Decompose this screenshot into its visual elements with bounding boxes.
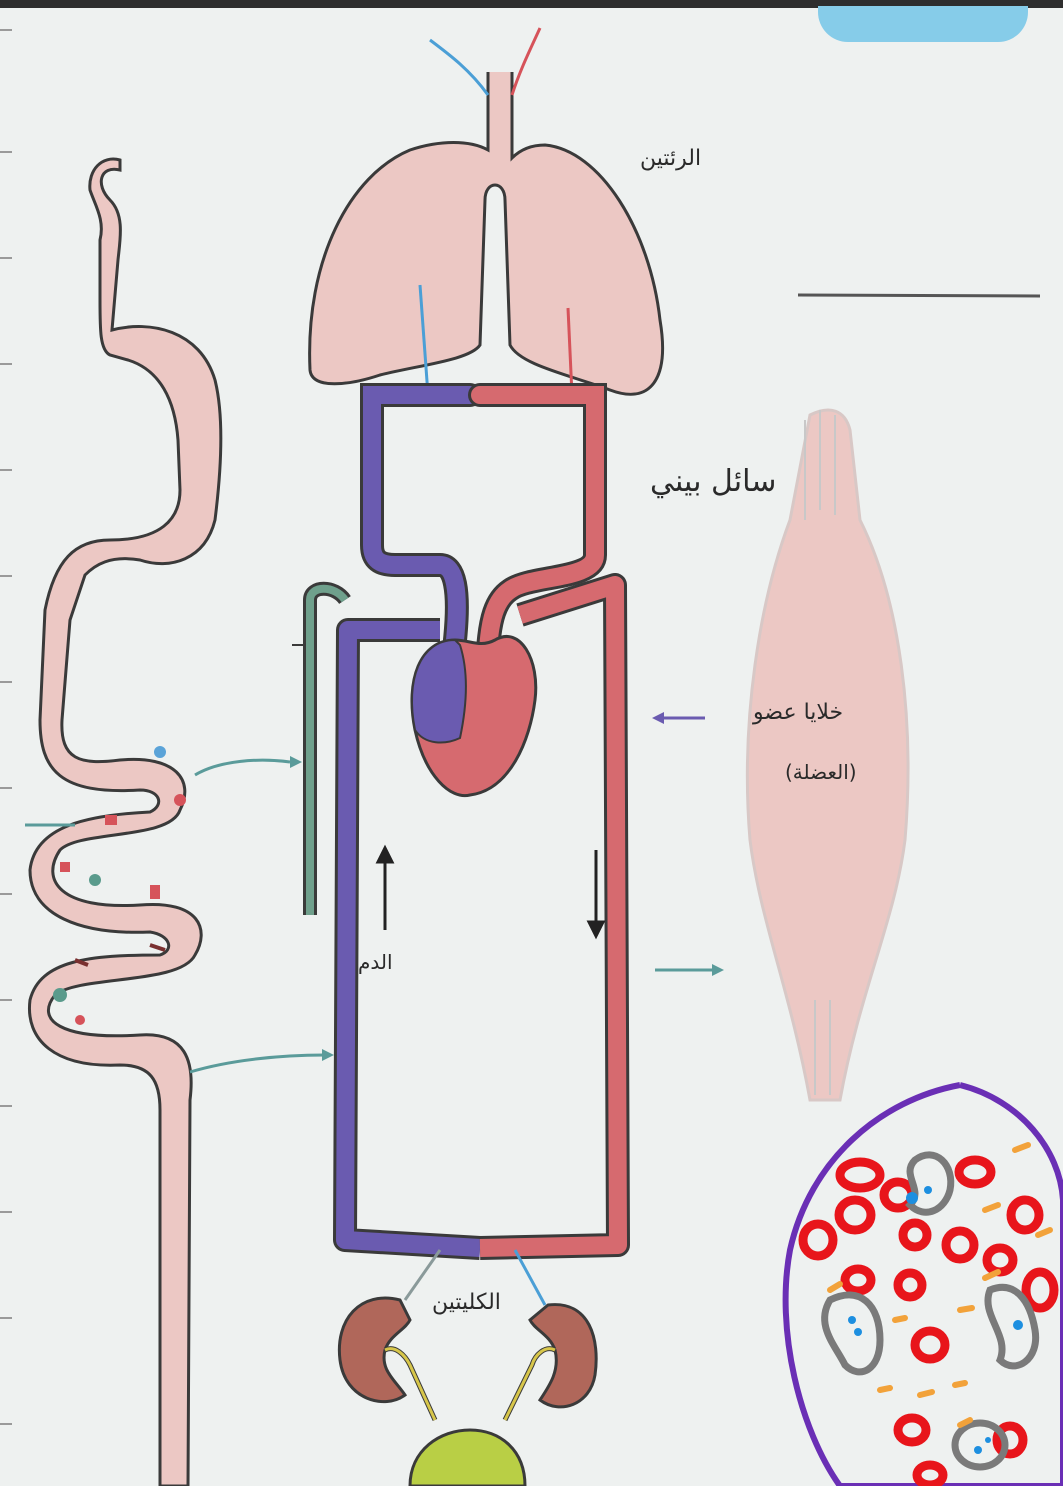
heart (412, 636, 536, 795)
interstitial-fluid-label: سائل بيني (650, 464, 776, 499)
divider-line (798, 295, 1040, 296)
muscle-organ-label: (العضلة) (785, 760, 857, 784)
blood-label: الدم (358, 950, 393, 974)
muscle-organ (747, 410, 908, 1100)
annotation-blood-sample (786, 1085, 1063, 1486)
kidneys-label: الكليتين (432, 1290, 501, 1315)
muscle-cells-label: خلايا عضو (753, 700, 843, 725)
margin-ticks (0, 30, 12, 1424)
flow-arrows (378, 848, 603, 936)
lungs-label: الرئتين (640, 146, 701, 171)
bladder (410, 1430, 525, 1486)
digestive-tract (29, 159, 220, 1486)
lungs (310, 28, 663, 395)
kidneys (339, 1250, 596, 1486)
